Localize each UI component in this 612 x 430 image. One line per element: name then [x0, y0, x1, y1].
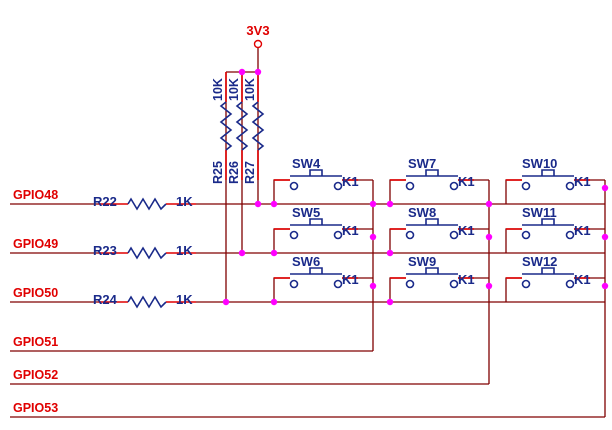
resistor-r25 [219, 101, 233, 151]
switch-sw8-type: K1 [458, 223, 475, 238]
junction-dot [386, 298, 394, 306]
junction-dot [485, 282, 493, 290]
junction-dot [270, 200, 278, 208]
resistor-r26-ref: R26 [227, 161, 241, 184]
resistor-r26 [235, 101, 249, 151]
switch-sw7-ref: SW7 [408, 156, 436, 171]
junction-dot [386, 200, 394, 208]
switch-sw11-symbol [521, 218, 575, 240]
resistor-r22-value: 1K [176, 194, 193, 209]
switch-sw11-type: K1 [574, 223, 591, 238]
switch-sw7-symbol [405, 169, 459, 191]
resistor-r27-ref: R27 [243, 161, 257, 184]
junction-dot [238, 249, 246, 257]
net-label-gpio48: GPIO48 [13, 188, 58, 202]
switch-sw5-type: K1 [342, 223, 359, 238]
net-label-gpio51: GPIO51 [13, 335, 58, 349]
power-3v3-terminal [253, 39, 263, 49]
resistor-r24-ref: R24 [93, 292, 118, 307]
switch-sw10-ref: SW10 [522, 156, 557, 171]
switch-sw10-symbol [521, 169, 575, 191]
resistor-r27-value: 10K [243, 78, 257, 101]
junction-dot [485, 233, 493, 241]
resistor-r23 [127, 246, 167, 260]
switch-sw9-ref: SW9 [408, 254, 436, 269]
net-label-gpio50: GPIO50 [13, 286, 58, 300]
junction-dot [485, 200, 493, 208]
resistor-r22 [127, 197, 167, 211]
junction-dot [270, 249, 278, 257]
junction-dot [601, 184, 609, 192]
resistor-r26-value: 10K [227, 78, 241, 101]
switch-sw4-symbol [289, 169, 343, 191]
switch-sw12-symbol [521, 267, 575, 289]
switch-sw4-type: K1 [342, 174, 359, 189]
junction-dot [369, 200, 377, 208]
switch-sw10-type: K1 [574, 174, 591, 189]
switch-sw6-ref: SW6 [292, 254, 320, 269]
junction-dot [222, 298, 230, 306]
junction-dot [386, 249, 394, 257]
resistor-r23-ref: R23 [93, 243, 117, 258]
switch-sw12-type: K1 [574, 272, 591, 287]
switch-sw9-symbol [405, 267, 459, 289]
junction-dot [601, 282, 609, 290]
junction-dot [369, 233, 377, 241]
junction-dot [254, 200, 262, 208]
resistor-r23-value: 1K [176, 243, 193, 258]
junction-dot [254, 68, 262, 76]
switch-sw7-type: K1 [458, 174, 475, 189]
net-label-gpio52: GPIO52 [13, 368, 58, 382]
junction-dot [601, 233, 609, 241]
junction-dot [270, 298, 278, 306]
net-label-gpio53: GPIO53 [13, 401, 58, 415]
junction-dot [369, 282, 377, 290]
switch-sw8-symbol [405, 218, 459, 240]
switch-sw8-ref: SW8 [408, 205, 436, 220]
switch-sw12-ref: SW12 [522, 254, 557, 269]
switch-sw4-ref: SW4 [292, 156, 321, 171]
junctions [222, 68, 609, 306]
switch-sw6-type: K1 [342, 272, 359, 287]
junction-dot [238, 68, 246, 76]
resistor-r25-ref: R25 [211, 161, 225, 184]
resistor-r24-value: 1K [176, 292, 193, 307]
resistor-r22-ref: R22 [93, 194, 117, 209]
resistor-r24 [127, 295, 167, 309]
switch-sw9-type: K1 [458, 272, 475, 287]
pin-stubs [98, 72, 590, 303]
switch-sw5-symbol [289, 218, 343, 240]
power-3v3-label: 3V3 [246, 23, 269, 38]
resistor-r25-value: 10K [211, 78, 225, 101]
switch-sw5-ref: SW5 [292, 205, 320, 220]
switch-sw6-symbol [289, 267, 343, 289]
switch-sw11-ref: SW11 [522, 205, 557, 220]
net-label-gpio49: GPIO49 [13, 237, 58, 251]
resistor-r27 [251, 101, 265, 151]
wires [10, 46, 606, 418]
